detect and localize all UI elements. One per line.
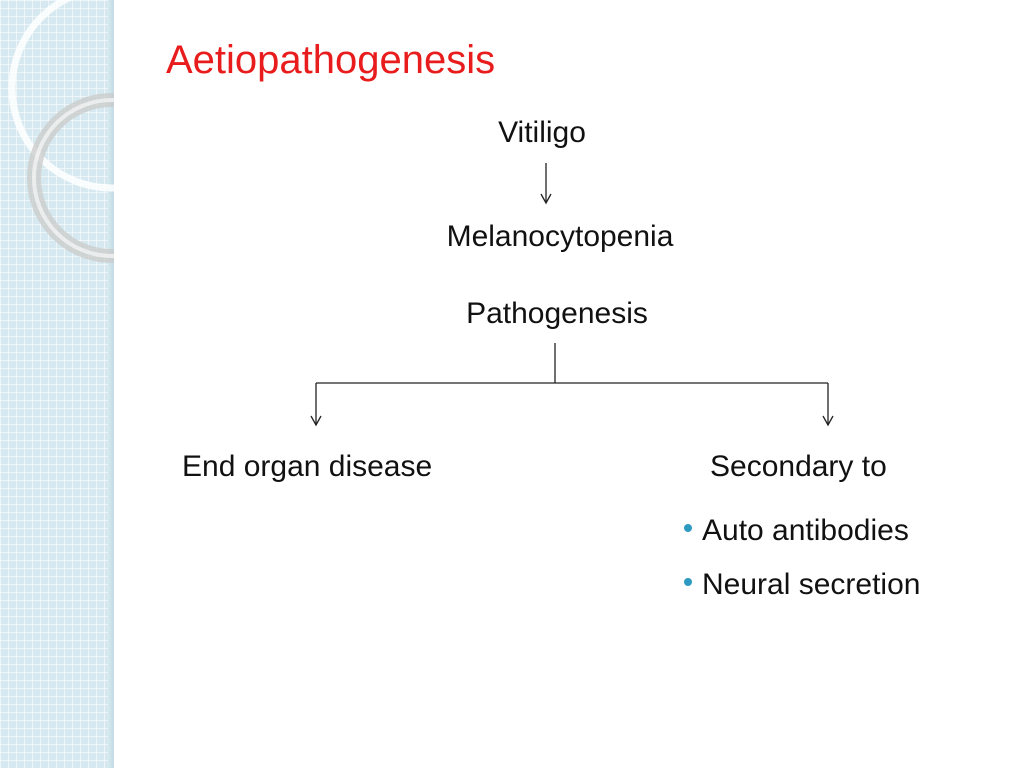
node-end-organ-disease: End organ disease xyxy=(182,450,433,483)
node-secondary-to: Secondary to xyxy=(710,450,887,483)
arrow-head-down-icon xyxy=(310,415,322,427)
side-decoration-panel xyxy=(0,0,114,768)
bullet-text: Neural secretion xyxy=(702,568,921,601)
slide-title: Aetiopathogenesis xyxy=(166,38,496,82)
arrow-head-down-icon xyxy=(822,415,834,427)
arrow-head-down-icon xyxy=(540,193,552,205)
decorative-rings xyxy=(8,0,114,263)
list-item: Neural secretion xyxy=(684,558,920,612)
node-melanocytopenia: Melanocytopenia xyxy=(446,220,674,253)
bullet-icon xyxy=(684,578,692,586)
side-panel-edge xyxy=(108,0,114,768)
node-pathogenesis: Pathogenesis xyxy=(466,297,648,330)
secondary-causes-list: Auto antibodies Neural secretion xyxy=(684,504,920,612)
bullet-icon xyxy=(684,524,692,532)
bullet-text: Auto antibodies xyxy=(702,514,909,547)
node-vitiligo: Vitiligo xyxy=(498,116,586,149)
ring-gray-highlight xyxy=(32,98,114,258)
list-item: Auto antibodies xyxy=(684,504,920,558)
ring-large xyxy=(8,0,114,192)
